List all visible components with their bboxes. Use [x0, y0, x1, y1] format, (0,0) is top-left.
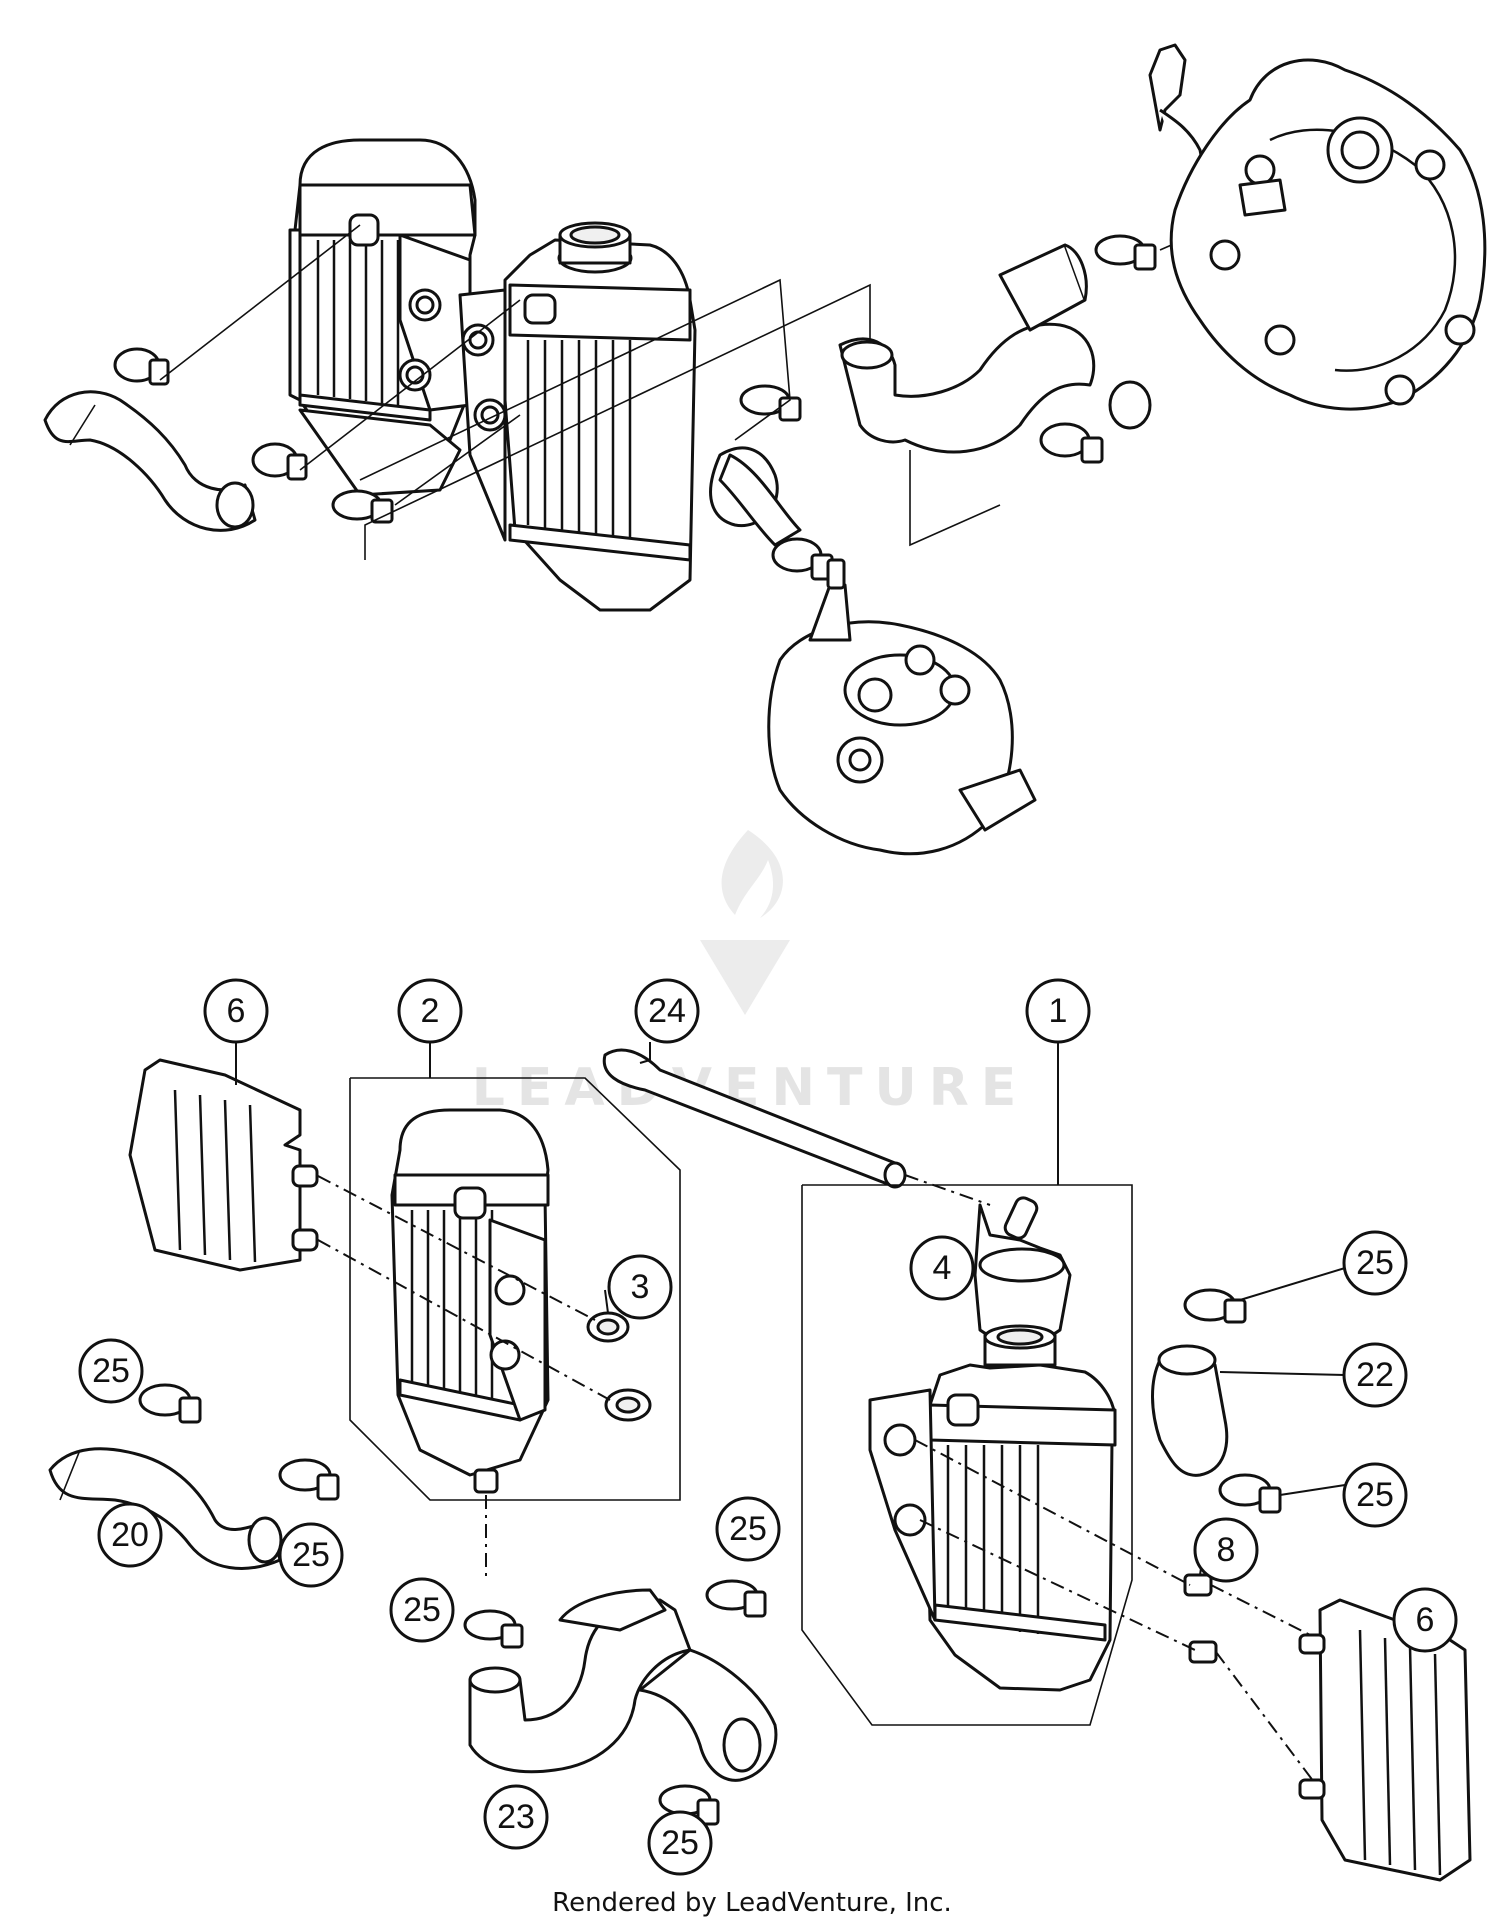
callout-25-mid-right: 25 — [715, 1496, 781, 1562]
left-guide-lines — [317, 1175, 611, 1580]
callout-25-right-mid-label: 25 — [1356, 1476, 1394, 1514]
callout-25-mid-right-label: 25 — [729, 1510, 767, 1548]
callout-24-label: 24 — [648, 992, 686, 1030]
radiator-left-kit-outline — [349, 1077, 681, 1501]
small-hose — [602, 1048, 907, 1189]
callout-1: 1 — [1025, 978, 1091, 1044]
grommets — [586, 1311, 652, 1422]
callout-23-label: 23 — [497, 1798, 535, 1836]
callout-22-label: 22 — [1356, 1356, 1394, 1394]
callout-6-right: 6 — [1392, 1587, 1458, 1653]
top-left-lower-hose — [43, 390, 257, 532]
callout-25-right-top: 25 — [1342, 1230, 1408, 1296]
callout-25-right-top-label: 25 — [1356, 1244, 1394, 1282]
right-radiator-guard — [1298, 1598, 1472, 1882]
rendered-by-footer: Rendered by LeadVenture, Inc. — [552, 1888, 952, 1918]
top-cylinder-head — [767, 558, 1037, 856]
callout-1-label: 1 — [1049, 992, 1068, 1030]
top-water-pump-cover — [1148, 43, 1487, 411]
callout-6-right-label: 6 — [1416, 1601, 1435, 1639]
callout-2: 2 — [397, 978, 463, 1044]
hose-20 — [48, 1447, 283, 1570]
callout-25-right-mid: 25 — [1342, 1462, 1408, 1528]
callout-22: 22 — [1342, 1342, 1408, 1408]
screws — [1183, 1573, 1218, 1664]
callout-23: 23 — [483, 1784, 549, 1850]
callout-8: 8 — [1193, 1517, 1259, 1583]
callout-8-label: 8 — [1217, 1531, 1236, 1569]
top-leader-lines — [159, 214, 1241, 560]
callout-20: 20 — [97, 1502, 163, 1568]
hose-22 — [1151, 1344, 1229, 1477]
radiator-right — [868, 1324, 1117, 1692]
callout-3-label: 3 — [631, 1268, 650, 1306]
hose-23 — [468, 1588, 778, 1782]
radiator-right-kit-outline — [801, 1184, 1133, 1726]
callout-25-left-top-label: 25 — [92, 1352, 130, 1390]
callout-4: 4 — [909, 1235, 975, 1301]
callout-4-label: 4 — [933, 1249, 952, 1287]
radiator-left — [390, 1108, 550, 1494]
radiator-cap — [973, 1196, 1072, 1343]
top-assembly-overview — [43, 43, 1487, 856]
callout-25-mid-left-label: 25 — [403, 1591, 441, 1629]
bottom-clamps — [138, 1288, 1282, 1826]
top-upper-hose — [838, 243, 1152, 454]
callout-25-left-top: 25 — [78, 1338, 144, 1404]
callout-6-left-label: 6 — [227, 992, 246, 1030]
callout-24: 24 — [634, 978, 700, 1044]
top-clamps — [113, 234, 1157, 581]
right-guide-lines — [904, 1174, 1321, 1791]
callout-25-bottom: 25 — [647, 1810, 713, 1876]
callout-25-mid-left: 25 — [389, 1577, 455, 1643]
top-connector-hose — [709, 446, 802, 547]
top-right-radiator — [458, 221, 697, 612]
left-radiator-guard — [128, 1058, 319, 1272]
callout-25-left-bottom-label: 25 — [292, 1536, 330, 1574]
callout-25-bottom-label: 25 — [661, 1824, 699, 1862]
callout-2-label: 2 — [421, 992, 440, 1030]
callout-25-left-bottom: 25 — [278, 1522, 344, 1588]
callout-20-label: 20 — [111, 1516, 149, 1554]
leadventure-watermark: LEADVENTURE — [472, 830, 1016, 1118]
callout-3: 3 — [607, 1254, 673, 1320]
top-left-radiator — [288, 138, 477, 497]
callout-6-left: 6 — [203, 978, 269, 1044]
